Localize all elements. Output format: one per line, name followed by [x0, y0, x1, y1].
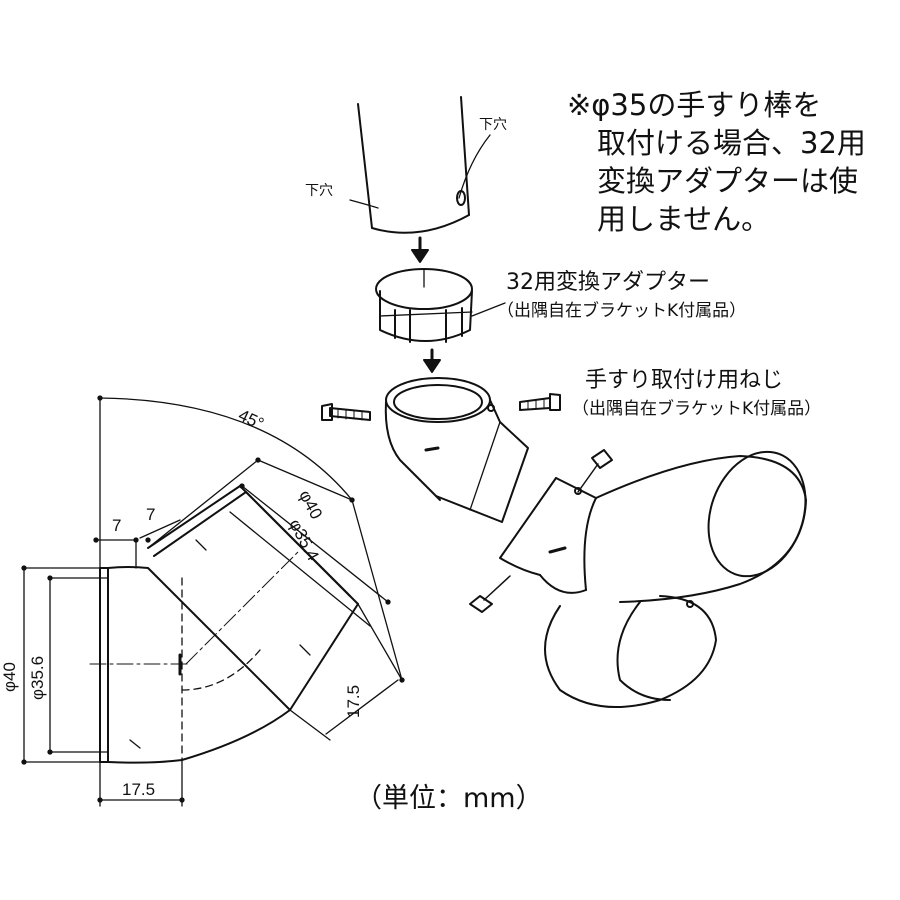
hole-label-right: 下穴 — [479, 117, 507, 133]
dim-phi40-vert-label: φ40 — [0, 662, 19, 692]
adapter-leader — [471, 302, 506, 317]
hole-label-left: 下穴 — [305, 183, 333, 199]
elbow-fitting-right — [499, 450, 807, 709]
dim-seven-left-label: 7 — [112, 516, 122, 535]
screw-title: 手すり取付け用ねじ — [585, 368, 784, 393]
dim-phi354-diagonal — [229, 483, 391, 627]
dim-phi356-vert-label: φ35.6 — [28, 655, 47, 700]
dim-diagonal-17 — [289, 603, 403, 741]
screw-top-right — [577, 449, 613, 493]
down-arrow-1 — [411, 236, 429, 263]
down-arrow-2 — [423, 348, 441, 373]
screw-bottom-right — [469, 575, 511, 613]
note-line-4: 用しません。 — [597, 202, 771, 236]
note-line-2: 取付ける場合、32用 — [597, 126, 866, 160]
dim-bottom — [97, 759, 185, 807]
note-line-1: ※φ35の手すり棒を — [567, 88, 822, 122]
dim-phi40-diagonal — [147, 457, 405, 683]
dim-175-bottom-label: 17.5 — [122, 780, 156, 799]
adapter-title: 32用変換アダプター — [506, 270, 710, 295]
note-text: ※φ35の手すり棒を 取付ける場合、32用 変換アダプターは使 用しません。 — [567, 86, 897, 238]
dim-seven — [93, 519, 181, 569]
unit-label: （単位：mm） — [355, 783, 543, 814]
note-line-3: 変換アダプターは使 — [597, 164, 859, 198]
screw-subtitle: （出隅自在ブラケットK付属品） — [572, 399, 822, 419]
handrail-pipe — [357, 96, 470, 234]
elbow-section-view — [89, 485, 359, 764]
adapter-subtitle: （出隅自在ブラケットK付属品） — [497, 301, 747, 321]
dim-vertical — [21, 565, 109, 765]
dim-175-diag-label: 17.5 — [344, 684, 363, 718]
screw-right — [519, 393, 561, 411]
screw-left — [321, 403, 371, 421]
elbow-fitting-center — [384, 377, 529, 523]
adapter-ring — [375, 268, 473, 343]
hole-leader-lines — [349, 134, 491, 209]
dim-seven-right-label: 7 — [146, 505, 156, 524]
